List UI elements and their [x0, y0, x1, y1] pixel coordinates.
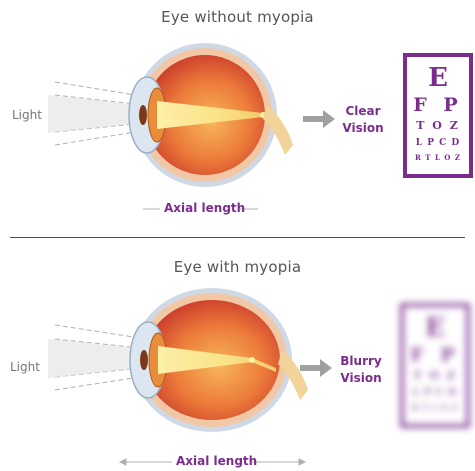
bottom-eye — [130, 288, 308, 432]
bottom-result-arrow — [300, 359, 332, 377]
bottom-axial-label: Axial length — [176, 454, 257, 468]
bottom-result-label: Blurry Vision — [335, 353, 387, 387]
chart-row: T O Z — [404, 367, 466, 385]
top-eye-chart: E F P T O Z L P C D R T L O Z — [403, 53, 473, 178]
bottom-light-cone — [48, 339, 138, 378]
top-axial-label: Axial length — [164, 201, 245, 215]
chart-row: R T L O Z — [407, 151, 469, 165]
top-light-cone — [48, 95, 132, 133]
bottom-eye-chart: E F P T O Z L P C D R T L O Z — [400, 303, 470, 428]
chart-row: L P C D — [407, 135, 469, 151]
chart-row: F P — [407, 93, 469, 117]
top-result-line2: Vision — [337, 120, 389, 137]
chart-row: F P — [404, 343, 466, 367]
top-result-label: Clear Vision — [337, 103, 389, 137]
top-light-label: Light — [12, 108, 42, 122]
top-eye — [129, 43, 293, 187]
chart-row: T O Z — [407, 117, 469, 135]
bottom-result-line1: Blurry — [335, 353, 387, 370]
bottom-result-line2: Vision — [335, 370, 387, 387]
top-result-arrow — [303, 110, 335, 128]
top-result-line1: Clear — [337, 103, 389, 120]
chart-row: E — [407, 63, 469, 93]
section-divider — [10, 237, 465, 238]
chart-row: L P C D — [404, 385, 466, 401]
chart-row: E — [404, 313, 466, 343]
chart-row: R T L O Z — [404, 401, 466, 415]
bottom-light-label: Light — [10, 360, 40, 374]
